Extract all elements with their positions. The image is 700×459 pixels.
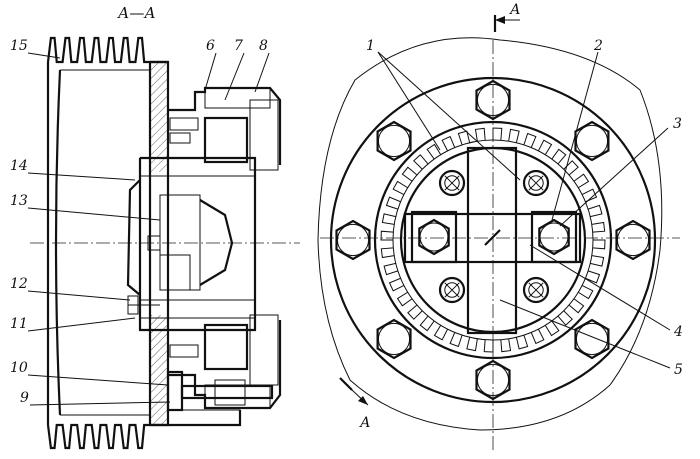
gear-tooth: [385, 196, 401, 210]
gear-tooth: [585, 270, 601, 284]
callout-leader-11: [27, 317, 136, 332]
gear-tooth: [492, 127, 503, 141]
callout-label-11: 11: [10, 316, 28, 332]
gear-tooth: [466, 337, 478, 352]
flange-bolt-3: [615, 219, 651, 261]
hub-assembly: [126, 86, 282, 427]
callout-label-9: 9: [20, 390, 29, 406]
gear-tooth: [381, 213, 396, 225]
gear-tooth: [401, 166, 418, 182]
small-bolt-1: [438, 169, 466, 197]
callout-leader-13: [27, 207, 161, 221]
gear-tooth: [592, 239, 606, 250]
gear-tooth: [500, 338, 512, 353]
callout-leader-14: [27, 172, 136, 181]
section-view: А—А: [10, 2, 521, 450]
gear-tooth: [563, 160, 579, 176]
gear-tooth: [426, 143, 442, 160]
cross-slider: [403, 146, 582, 335]
gear-tooth: [508, 128, 520, 143]
gear-tooth: [530, 328, 545, 345]
gear-tooth: [591, 221, 606, 233]
block-bolt-left: [418, 218, 450, 256]
gear-tooth: [407, 304, 423, 320]
callout-label-6: 6: [206, 38, 215, 54]
callout-label-14: 14: [10, 158, 28, 174]
callout-leader-9: [29, 401, 171, 406]
section-arrow-top: А: [493, 2, 521, 32]
gear-tooth: [544, 320, 560, 337]
flange-bolt-6: [376, 318, 412, 360]
callout-label-5: 5: [674, 362, 683, 378]
small-bolt-4: [522, 276, 550, 304]
callout-leader-10: [27, 374, 169, 386]
callout-leader-7: [224, 52, 245, 101]
gear-tooth: [388, 277, 405, 292]
callout-label-7: 7: [234, 38, 243, 54]
gear-tooth: [392, 180, 408, 196]
gear-tooth: [380, 230, 394, 241]
gear-tooth: [568, 298, 585, 314]
callout-label-15: 15: [10, 38, 28, 54]
flange-bolt-2: [574, 120, 610, 162]
gear-tooth: [380, 247, 395, 259]
gear-tooth: [551, 148, 567, 165]
gear-tooth: [573, 173, 590, 189]
gear-tooth: [523, 132, 537, 148]
callout-label-8: 8: [259, 38, 268, 54]
flange-bolt-4: [574, 318, 610, 360]
gear-tooth: [587, 204, 603, 218]
gear-tooth: [474, 127, 486, 142]
flange-bolt-5: [475, 359, 511, 401]
callout-leader-8: [254, 52, 270, 93]
housing-outline: [317, 37, 663, 431]
section-mark-bottom: А: [359, 415, 371, 431]
hex-bolts: [335, 79, 651, 401]
gear-tooth: [441, 135, 456, 152]
callout-label-1: 1: [366, 38, 375, 54]
callout-label-13: 13: [10, 193, 28, 209]
callout-leader-6: [204, 52, 217, 91]
gear-tooth: [515, 334, 529, 350]
gear-tooth: [557, 310, 573, 326]
gear-tooth: [578, 284, 594, 300]
gear-tooth: [419, 315, 435, 332]
gear-tooth: [581, 188, 598, 203]
callout-label-3: 3: [673, 116, 682, 132]
small-bolt-2: [522, 169, 550, 197]
toothed-pulley: [46, 36, 170, 450]
callout-label-12: 12: [10, 276, 28, 292]
flange-bolt-1: [475, 79, 511, 121]
callout-leader-15: [27, 52, 61, 59]
section-title: А—А: [117, 4, 156, 22]
gear-tooth: [457, 130, 471, 146]
gear-tooth: [383, 262, 399, 276]
gear-tooth: [396, 291, 413, 307]
gear-tooth: [449, 332, 463, 348]
gear-tooth: [483, 339, 494, 353]
callout-label-2: 2: [593, 38, 603, 54]
crossed-bolts: [438, 169, 550, 304]
gear-tooth: [590, 255, 605, 267]
callout-label-10: 10: [10, 360, 28, 376]
gear-tooth: [537, 139, 553, 155]
gear-tooth: [413, 154, 429, 170]
gear-tooth: [433, 325, 449, 341]
front-leaders: [377, 51, 671, 369]
block-bolt-right: [538, 218, 570, 256]
callout-leader-12: [27, 290, 131, 301]
flange-bolt-8: [376, 120, 412, 162]
section-arrow-bottom: А: [339, 377, 371, 431]
flange-bolt-7: [335, 219, 371, 261]
small-bolt-3: [438, 276, 466, 304]
callout-label-4: 4: [673, 324, 683, 340]
section-mark-top: А: [509, 2, 521, 18]
right-callouts: 1 2 3 4 5: [366, 38, 683, 378]
front-view: 1 2 3 4 5: [317, 37, 683, 450]
